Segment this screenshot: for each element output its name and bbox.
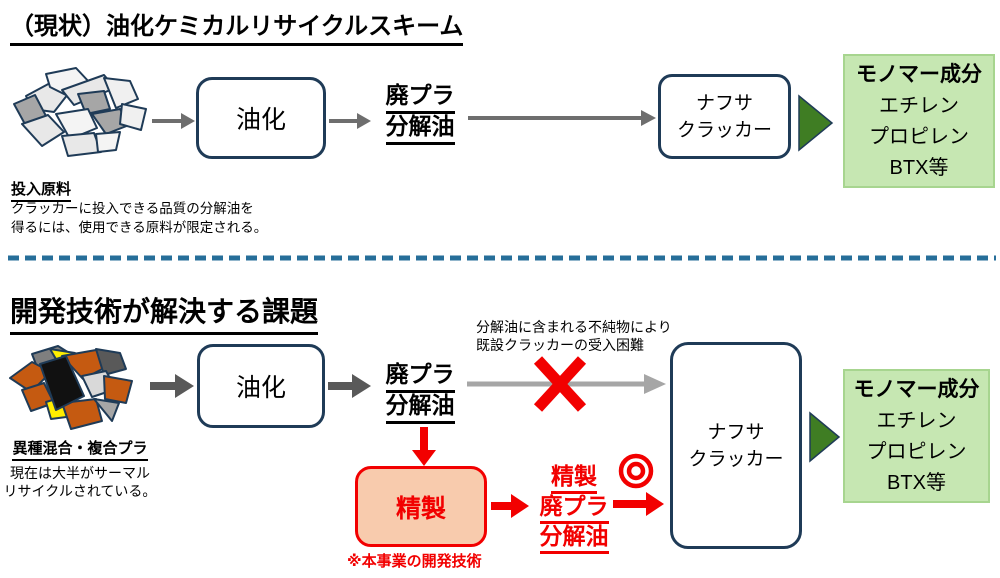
arrow-pile-to-yuka-bottom-icon [150,374,194,398]
arrow-oil-to-cracker-top-icon [468,110,656,126]
process-box-yuka-top-label: 油化 [235,106,286,134]
naphtha-cracker-box-top: ナフサ クラッカー [658,74,791,159]
process-box-yuka-bottom-label: 油化 [235,374,286,402]
feedstock-label-bottom: 異種混合・複合プラ [0,437,160,461]
feedstock-desc-bottom-line2: リサイクルされている。 [3,483,157,499]
oil-label-top-line1: 廃プラ [385,76,455,114]
red-arrow-refined-to-cracker-icon [613,492,664,516]
oil-label-bottom-line1: 廃プラ [385,355,455,393]
monomer-bottom-item-3: BTX等 [887,472,946,494]
monomer-bottom-item-2: プロピレン [866,441,967,463]
cracker-bottom-line2: クラッカー [688,448,784,470]
monomer-output-box-bottom: モノマー成分 エチレン プロピレン BTX等 [843,369,990,503]
monomer-top-item-3: BTX等 [889,157,949,179]
refined-oil-label: 精製 廃プラ 分解油 [531,457,617,554]
feedstock-desc-bottom-line1: 現在は大半がサーマル [10,465,150,481]
refined-oil-line1: 精製 [551,457,597,494]
impurity-note-line1: 分解油に含まれる不純物により [476,319,672,335]
process-box-yuka-top: 油化 [196,77,326,159]
red-down-arrow-icon [412,427,436,466]
feedstock-desc-top: クラッカーに投入できる品質の分解油を 得るには、使用できる原料が限定される。 [11,199,267,237]
reject-cross-icon [533,356,587,412]
plastic-pile-current-illustration [13,67,147,157]
refining-box: 精製 [355,466,487,547]
arrow-yuka-to-oil-top-icon [329,113,371,129]
refining-box-label: 精製 [395,494,446,523]
cracker-top-line2: クラッカー [676,119,772,141]
monomer-bottom-title: モノマー成分 [853,378,980,401]
refining-technology-note: ※本事業の開発技術 [347,553,482,570]
refined-oil-line3: 分解油 [539,517,609,554]
process-box-yuka-bottom: 油化 [197,344,325,428]
naphtha-cracker-box-bottom: ナフサ クラッカー [670,342,802,549]
output-triangle-top-icon [798,94,834,152]
feedstock-block-bottom: 異種混合・複合プラ 現在は大半がサーマル リサイクルされている。 [0,437,160,500]
red-arrow-refine-to-refined-icon [491,494,529,518]
cracker-top-line1: ナフサ [695,92,753,114]
waste-plastic-oil-label-top: 廃プラ 分解油 [371,76,469,145]
refined-oil-line2: 廃プラ [539,487,609,524]
monomer-top-item-1: エチレン [879,95,959,117]
oil-label-top-line2: 分解油 [385,107,455,145]
cracker-bottom-line1: ナフサ [707,421,765,443]
feedstock-label-top: 投入原料 [11,178,72,202]
monomer-output-box-top: モノマー成分 エチレン プロピレン BTX等 [843,54,995,188]
monomer-top-item-2: プロピレン [869,126,969,148]
waste-plastic-oil-label-bottom: 廃プラ 分解油 [371,355,469,424]
oil-label-bottom-line2: 分解油 [385,386,455,424]
arrow-yuka-to-oil-bottom-icon [328,374,371,398]
current-scheme-title: （現状）油化ケミカルリサイクルスキーム [10,6,464,46]
feedstock-desc-top-line2: 得るには、使用できる原料が限定される。 [11,220,268,235]
impurity-note: 分解油に含まれる不純物により 既設クラッカーの受入困難 [476,318,672,354]
impurity-note-line2: 既設クラッカーの受入困難 [476,337,644,353]
feedstock-desc-bottom: 現在は大半がサーマル リサイクルされている。 [0,464,160,500]
arrow-pile-to-yuka-top-icon [152,113,195,129]
monomer-bottom-item-1: エチレン [876,410,957,432]
mixed-plastic-pile-illustration [9,345,133,430]
output-triangle-bottom-icon [809,411,841,463]
feedstock-desc-top-line1: クラッカーに投入できる品質の分解油を [11,201,254,216]
good-mark-double-circle-icon [618,453,654,489]
monomer-top-title: モノマー成分 [856,63,982,86]
development-issue-title: 開発技術が解決する課題 [10,290,319,335]
